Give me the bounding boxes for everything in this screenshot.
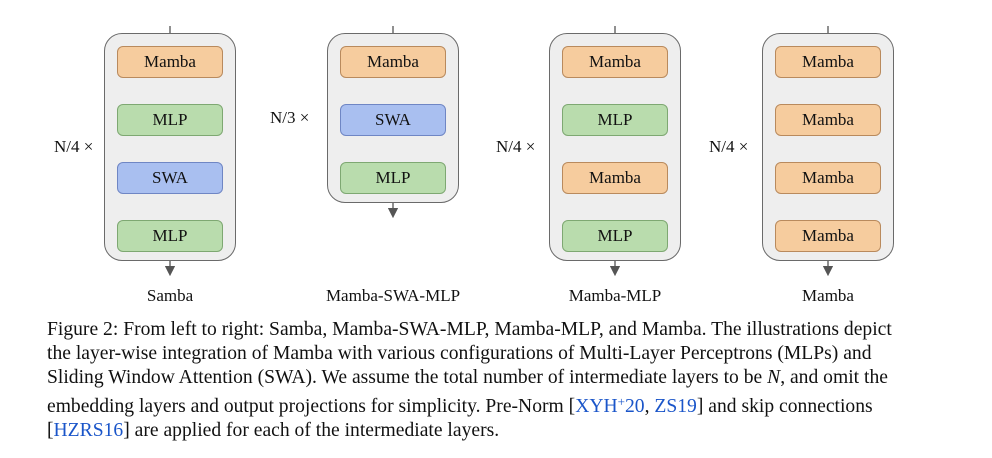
samba-block-2: MLP: [117, 104, 223, 136]
samba-block-4: MLP: [117, 220, 223, 252]
mamba-block-1: Mamba: [775, 46, 881, 78]
caption-text-2: , and omit the embedding layers and outp…: [47, 367, 888, 417]
mamba-block-2: Mamba: [775, 104, 881, 136]
citation-zs19[interactable]: ZS19: [654, 396, 697, 417]
caption-text-4: ] are applied for each of the intermedia…: [123, 420, 500, 441]
mamba-mlp-repeat-label: N/4 ×: [496, 137, 536, 156]
caption-text-1: From left to right: Samba, Mamba-SWA-MLP…: [47, 319, 892, 388]
samba-name: Samba: [146, 286, 194, 305]
mamba-mlp-block-1: Mamba: [562, 46, 668, 78]
caption-sep: ,: [644, 396, 655, 417]
samba-block-1: Mamba: [117, 46, 223, 78]
citation-xyh20-sup: +: [617, 394, 625, 409]
mamba-swa-mlp-block-1: Mamba: [340, 46, 446, 78]
samba-block-3: SWA: [117, 162, 223, 194]
mamba-mlp-block-3: Mamba: [562, 162, 668, 194]
mamba-block-4: Mamba: [775, 220, 881, 252]
mamba-repeat-label: N/4 ×: [709, 137, 749, 156]
citation-hzrs16[interactable]: HZRS16: [53, 420, 124, 441]
mamba-swa-mlp-block-2: SWA: [340, 104, 446, 136]
mamba-mlp-block-4: MLP: [562, 220, 668, 252]
citation-xyh20-name: XYH: [575, 396, 618, 417]
mamba-name: Mamba: [802, 286, 854, 305]
samba-repeat-label: N/4 ×: [54, 137, 94, 156]
caption-text-3: ] and skip connections [: [47, 396, 873, 441]
mamba-swa-mlp-name: Mamba-SWA-MLP: [325, 286, 461, 305]
caption-math-n: N: [767, 367, 781, 388]
mamba-mlp-name: Mamba-MLP: [568, 286, 662, 305]
caption-label: Figure 2:: [47, 319, 119, 340]
citation-xyh20[interactable]: XYH+20: [575, 394, 645, 417]
figure-caption: Figure 2: From left to right: Samba, Mam…: [47, 318, 917, 443]
citation-xyh20-year: 20: [625, 396, 645, 417]
mamba-mlp-block-2: MLP: [562, 104, 668, 136]
mamba-block-3: Mamba: [775, 162, 881, 194]
mamba-swa-mlp-repeat-label: N/3 ×: [270, 108, 310, 127]
mamba-swa-mlp-block-3: MLP: [340, 162, 446, 194]
